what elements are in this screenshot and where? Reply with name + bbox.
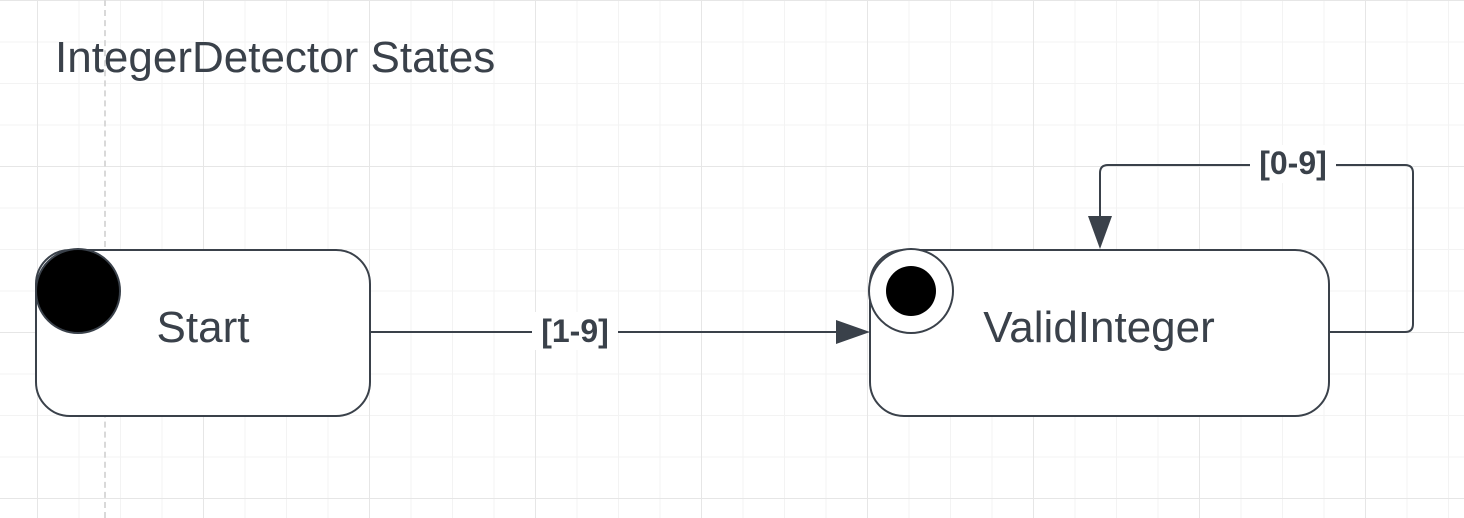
self-loop-line[interactable] — [1099, 164, 1414, 333]
state-valid-integer[interactable]: ValidInteger — [868, 248, 1330, 417]
state-start[interactable]: Start — [35, 248, 371, 417]
arrowhead-icon — [1088, 216, 1112, 249]
diagram-title[interactable]: IntegerDetector States — [55, 33, 496, 82]
transition-start-to-valid[interactable]: [1-9] — [371, 312, 870, 350]
guard-label-1-9[interactable]: [1-9] — [541, 313, 609, 349]
state-start-label: Start — [157, 303, 250, 352]
guard-label-0-9[interactable]: [0-9] — [1259, 145, 1327, 181]
transition-valid-self-loop[interactable]: [0-9] — [1088, 145, 1414, 333]
state-valid-integer-label: ValidInteger — [983, 303, 1215, 352]
initial-state-icon — [35, 248, 121, 334]
guard-label-background — [1250, 145, 1336, 183]
state-valid-integer-box[interactable] — [869, 249, 1330, 417]
guard-label-background — [532, 312, 618, 350]
final-state-icon — [886, 266, 936, 316]
arrowhead-icon — [836, 320, 870, 344]
